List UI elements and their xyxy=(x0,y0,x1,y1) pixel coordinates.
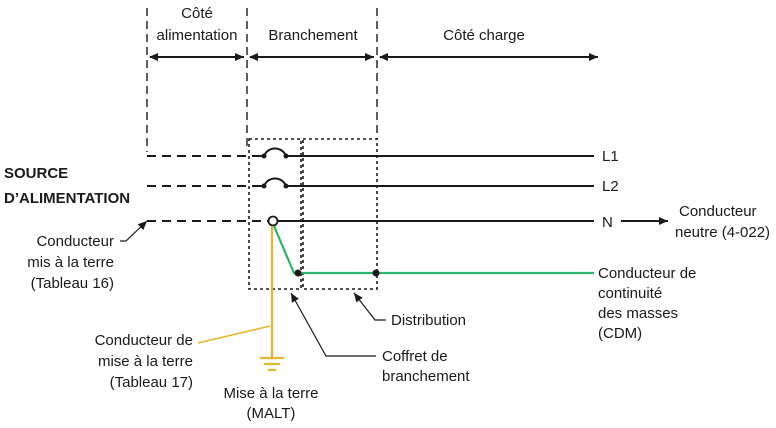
malt-label-2: (MALT) xyxy=(247,405,296,422)
cote-alimentation-label-1: Côté xyxy=(181,5,213,22)
neutre-label-2: neutre (4-022) xyxy=(675,224,770,241)
l1-label: L1 xyxy=(602,148,619,165)
coffret-label-1: Coffret de xyxy=(382,348,448,365)
cdm-junction-2 xyxy=(372,269,380,277)
distribution-label: Distribution xyxy=(391,312,466,329)
cdm-junction-1 xyxy=(294,269,302,277)
coffret-leader xyxy=(290,292,376,357)
cdm-label-3: des masses xyxy=(598,305,678,322)
malt-cond-label-1: Conducteur de xyxy=(95,332,193,349)
terre-leader xyxy=(120,220,148,242)
terre-label-3: (Tableau 16) xyxy=(31,275,114,292)
neutre-label-1: Conducteur xyxy=(679,203,757,220)
distribution-leader xyxy=(353,292,386,321)
distribution-box xyxy=(302,138,378,290)
cdm-label-1: Conducteur de xyxy=(598,265,696,282)
ground-symbol-icon xyxy=(260,356,284,372)
cote-charge-label: Côté charge xyxy=(443,27,525,44)
neutral-bond-point xyxy=(267,215,279,227)
terre-label-1: Conducteur xyxy=(36,233,114,250)
l1-breaker xyxy=(258,147,292,159)
branchement-label: Branchement xyxy=(268,27,358,44)
malt-cond-leader xyxy=(197,325,271,344)
n-label: N xyxy=(602,214,613,231)
source-label-1: SOURCE xyxy=(4,165,68,182)
cdm-conductor xyxy=(272,225,594,275)
cdm-label-2: continuité xyxy=(598,285,662,302)
l2-label: L2 xyxy=(602,178,619,195)
coffret-branchement-box xyxy=(248,138,302,290)
malt-label-1: Mise à la terre xyxy=(223,385,318,402)
cdm-label-4: (CDM) xyxy=(598,325,642,342)
terre-label-2: mis à la terre xyxy=(27,254,114,271)
cote-alimentation-label-2: alimentation xyxy=(157,27,238,44)
malt-cond-label-2: mise à la terre xyxy=(98,353,193,370)
source-label-2: D’ALIMENTATION xyxy=(4,190,130,207)
coffret-label-2: branchement xyxy=(382,368,470,385)
l2-breaker xyxy=(258,177,292,189)
malt-cond-label-3: (Tableau 17) xyxy=(110,374,193,391)
